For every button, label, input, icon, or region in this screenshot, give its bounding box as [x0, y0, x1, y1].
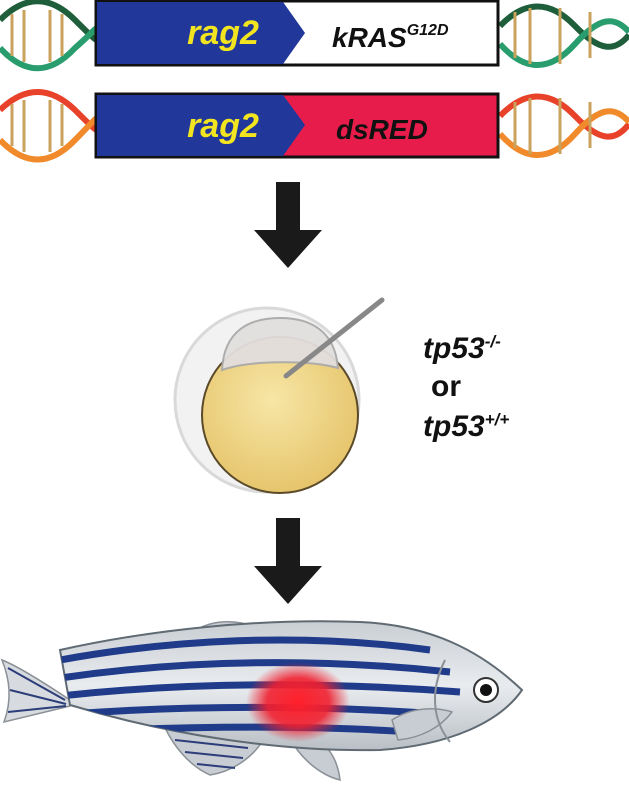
dna-helix-right-1 — [497, 3, 629, 68]
tail-fin-stripes — [7, 667, 67, 713]
construct-2-promoter-label: rag2 — [187, 107, 259, 145]
genotype-connector: or — [431, 370, 461, 403]
genotype-line-2: tp53+/+ — [423, 410, 510, 443]
zebrafish — [0, 620, 524, 781]
down-arrow-1 — [254, 182, 322, 268]
embryo-injection — [173, 297, 385, 494]
dna-helix-right-2 — [497, 93, 629, 158]
dna-helix-left-1 — [0, 0, 102, 72]
anal-fin-stripes — [174, 739, 249, 769]
construct-2: rag2 dsRED — [94, 92, 500, 159]
construct-1-promoter — [97, 2, 305, 64]
construct-1: rag2 kRASG12D — [94, 0, 500, 67]
gill-line — [434, 659, 451, 743]
dna-helix-left-2 — [0, 89, 102, 163]
construct-2-promoter — [97, 95, 305, 156]
down-arrow-2 — [254, 518, 322, 604]
construct-1-gene-label: kRASG12D — [332, 22, 449, 53]
genotype-line-1: tp53-/- — [423, 332, 501, 365]
pupil — [480, 684, 492, 696]
construct-1-promoter-label: rag2 — [187, 14, 259, 52]
injection-needle — [283, 297, 385, 379]
tumor — [246, 662, 350, 742]
construct-2-gene-label: dsRED — [336, 114, 428, 145]
